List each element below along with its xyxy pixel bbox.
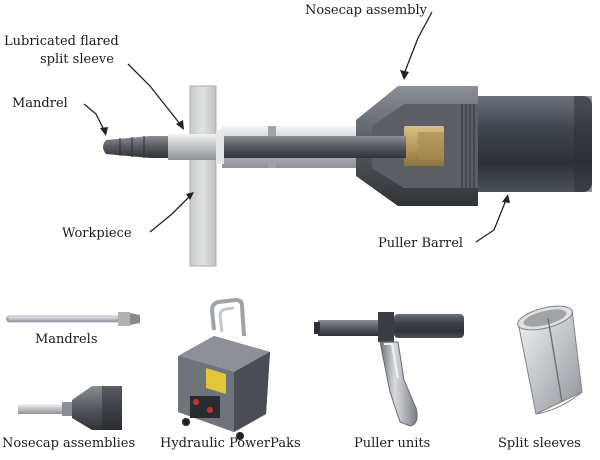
arrow-nosecap [400,70,409,80]
mandrel-tip [103,136,168,158]
workpiece-plate [189,85,217,267]
label-workpiece: Workpiece [62,226,132,241]
barrel-end-shade [574,96,592,192]
caption-hydraulic-powerpaks: Hydraulic PowerPaks [160,436,301,451]
caption-puller-units: Puller units [354,436,431,451]
sleeve-flare [216,130,224,164]
split-sleeve [168,134,224,160]
label-puller-barrel: Puller Barrel [378,236,464,251]
caption-nosecap-assemblies: Nosecap assemblies [2,436,136,451]
leader-mandrel [83,103,105,131]
mandrel-product [6,312,140,326]
leader-workpiece [149,195,191,233]
split-sleeve-product [517,305,583,415]
leader-sleeve [127,63,181,125]
nosecap-product [18,386,122,430]
leader-lines [83,11,507,243]
arrow-barrel [502,194,510,203]
caption-split-sleeves: Split sleeves [498,436,581,451]
label-lubricated-line1: Lubricated flared [4,34,119,49]
nosecap-threads [461,104,475,188]
powerpak-product [178,297,270,440]
label-nosecap-assembly: Nosecap assembly [305,3,427,18]
puller-unit-product [314,312,464,427]
puller-barrel [478,96,592,192]
leader-barrel [475,199,507,243]
arrow-mandrel [100,127,108,136]
arrow-sleeve [176,120,184,130]
mandrel-tip-rings [119,136,145,158]
brass-nut-shade [418,132,444,160]
mandrel-rod [222,136,406,158]
caption-mandrels: Mandrels [35,332,98,347]
leader-nosecap [403,11,433,75]
leader-arrowheads [100,70,510,203]
label-lubricated-line2: split sleeve [40,52,114,67]
arrow-workpiece [186,192,194,200]
label-mandrel: Mandrel [12,96,68,111]
